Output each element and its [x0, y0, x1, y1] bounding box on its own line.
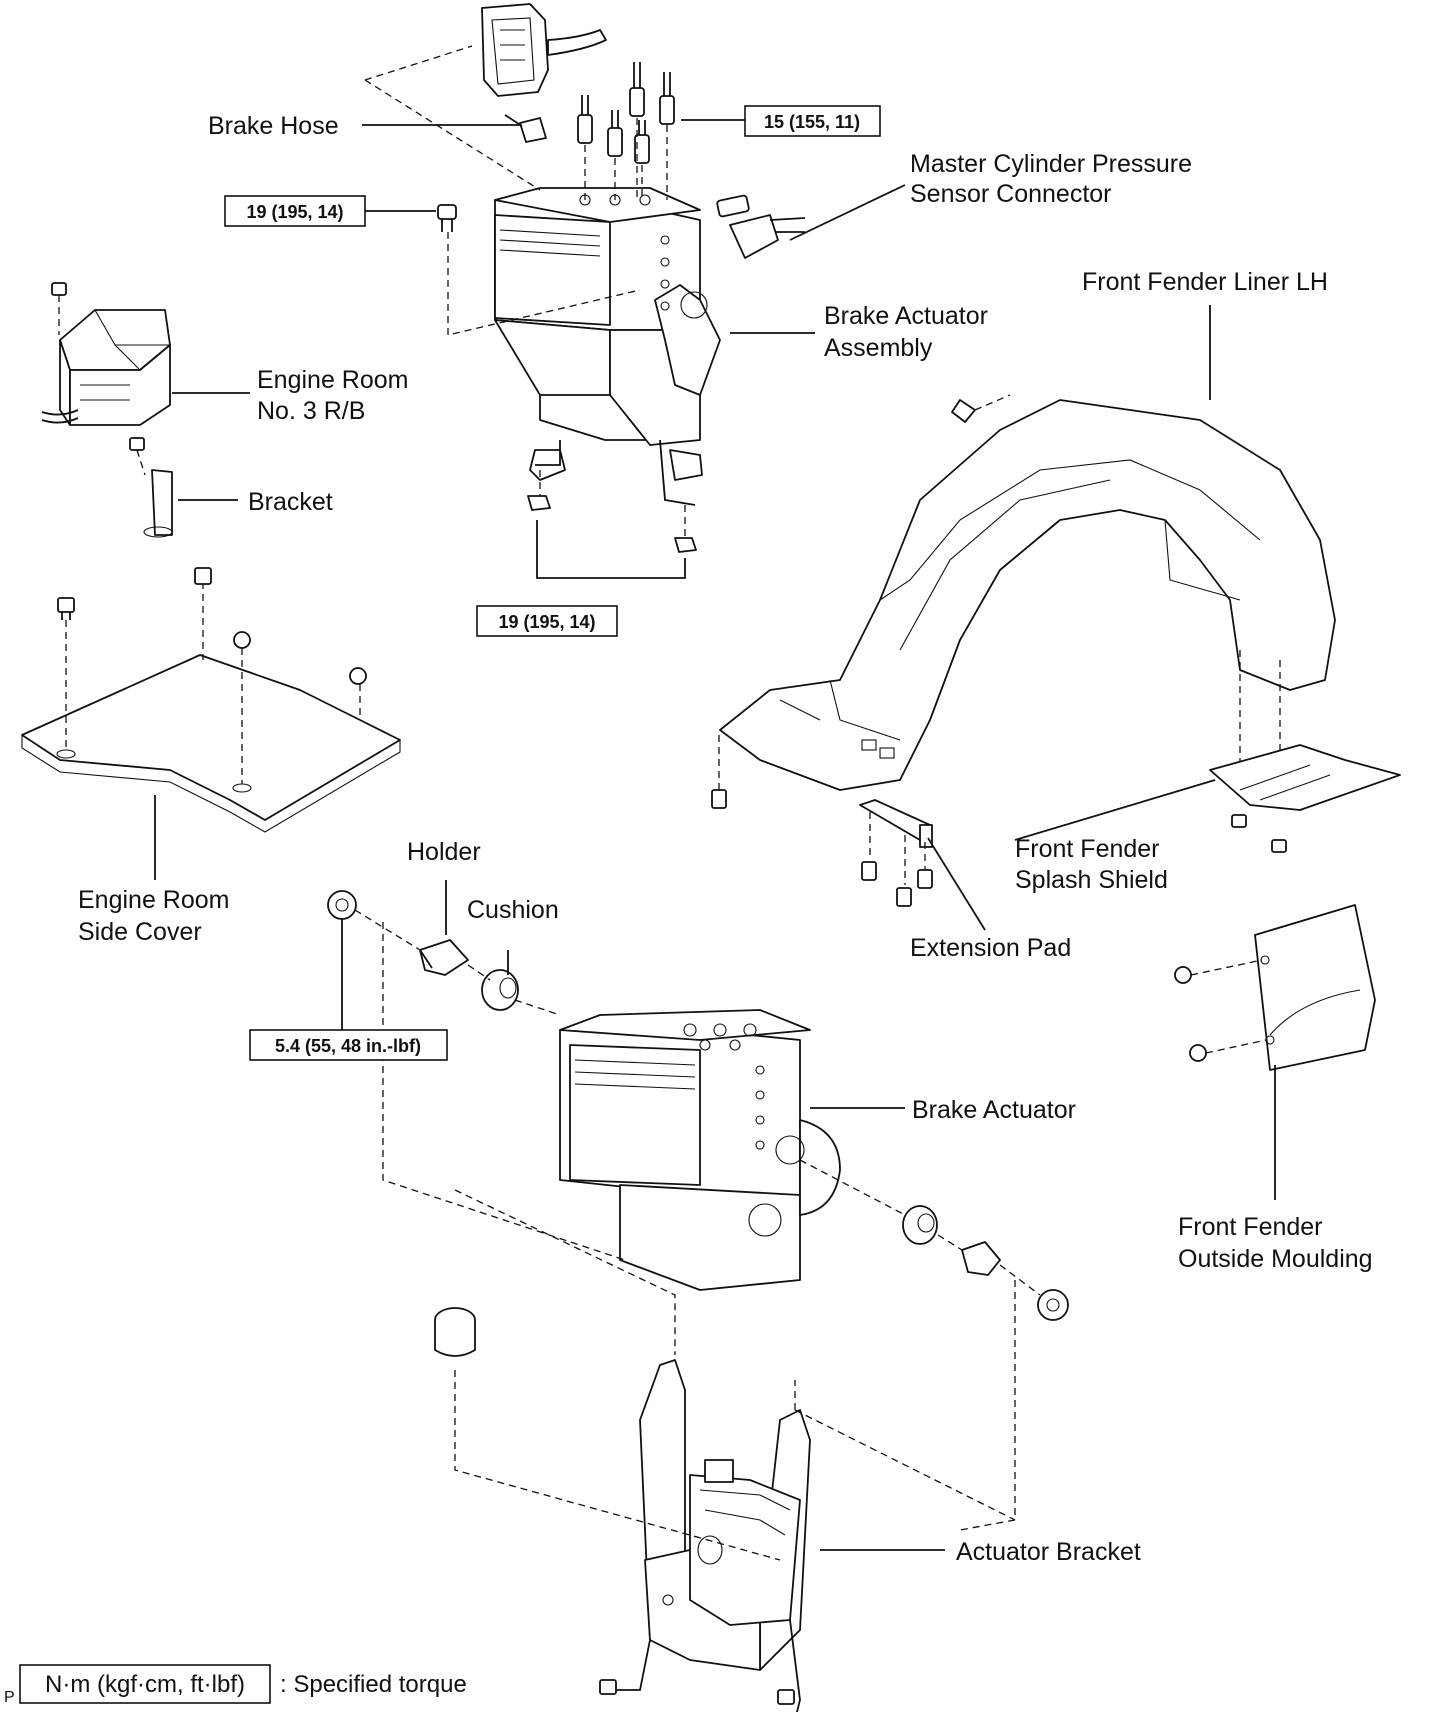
torque-box-brake-line: 15 (155, 11) [744, 105, 881, 137]
front-fender-splash-shield [1209, 744, 1401, 853]
label-splash-shield-1: Front Fender [1015, 835, 1160, 863]
engine-room-rb [41, 282, 171, 476]
label-brake-actuator-assembly-2: Assembly [824, 334, 933, 362]
torque-box-bracket-nuts: 19 (195, 14) [476, 605, 618, 637]
actuator-bolt [437, 204, 457, 232]
brake-hose-fitting [504, 114, 547, 143]
brake-actuator-assembly [494, 187, 721, 506]
label-cushion: Cushion [467, 896, 559, 924]
label-brake-actuator-assembly-1: Brake Actuator [824, 302, 988, 330]
actuator-bracket [599, 1359, 811, 1712]
extension-pad [711, 735, 933, 907]
label-actuator-bracket: Actuator Bracket [956, 1538, 1141, 1566]
legend-box-text: N·m (kgf·cm, ft·lbf) [45, 1671, 245, 1698]
torque-actuator-bolt-text: 19 (195, 14) [246, 202, 343, 222]
rb-bracket [143, 469, 173, 538]
label-engine-room-rb-2: No. 3 R/B [257, 397, 365, 425]
lower-cushion [434, 1307, 476, 1357]
legend: P N·m (kgf·cm, ft·lbf) : Specified torqu… [4, 1664, 467, 1706]
label-engine-room-rb-1: Engine Room [257, 366, 408, 394]
front-fender-liner [719, 394, 1336, 800]
brake-line-fittings [577, 62, 675, 200]
torque-brake-line-text: 15 (155, 11) [764, 112, 860, 132]
label-holder: Holder [407, 838, 481, 866]
bracket-nuts [527, 495, 697, 553]
engine-room-side-cover [21, 567, 401, 833]
label-extension-pad: Extension Pad [910, 934, 1071, 962]
legend-code: P [4, 1689, 15, 1706]
torque-box-holder-nut: 5.4 (55, 48 in.-lbf) [249, 1029, 448, 1061]
holder [419, 939, 469, 976]
label-front-fender-liner: Front Fender Liner LH [1082, 268, 1328, 296]
torque-holder-nut-text: 5.4 (55, 48 in.-lbf) [275, 1036, 421, 1056]
brake-actuator [559, 1009, 841, 1291]
mcp-sensor-connector [716, 194, 806, 259]
label-brake-actuator: Brake Actuator [912, 1096, 1076, 1124]
leader-lines [154, 119, 1276, 1551]
cushion [481, 969, 519, 1011]
label-brake-hose: Brake Hose [208, 112, 339, 140]
actuator-side-mount [799, 1159, 1069, 1321]
label-mcp-sensor-1: Master Cylinder Pressure [910, 150, 1192, 178]
harness-connector [481, 3, 607, 97]
torque-box-actuator-bolt: 19 (195, 14) [224, 195, 366, 227]
label-splash-shield-2: Splash Shield [1015, 866, 1168, 894]
label-engine-room-side-cover-1: Engine Room [78, 886, 229, 914]
label-fender-moulding-2: Outside Moulding [1178, 1245, 1373, 1273]
holder-nut [327, 890, 357, 920]
front-fender-moulding [1174, 904, 1376, 1071]
label-engine-room-side-cover-2: Side Cover [78, 918, 202, 946]
legend-text: : Specified torque [280, 1671, 467, 1698]
label-mcp-sensor-2: Sensor Connector [910, 180, 1112, 208]
label-fender-moulding-1: Front Fender [1178, 1213, 1323, 1241]
label-bracket: Bracket [248, 488, 333, 516]
torque-bracket-nuts-text: 19 (195, 14) [498, 612, 595, 632]
